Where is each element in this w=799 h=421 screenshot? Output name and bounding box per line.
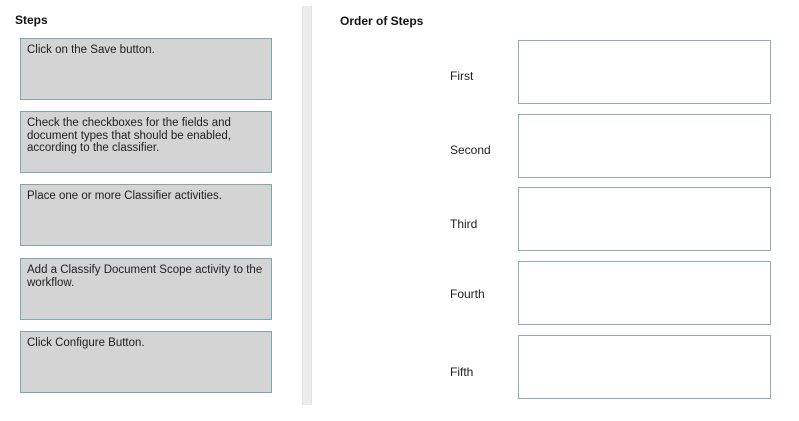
drop-zone-third[interactable] <box>518 187 771 251</box>
drop-zone-first[interactable] <box>518 40 771 104</box>
order-label-first: First <box>450 69 474 83</box>
order-of-steps-heading: Order of Steps <box>340 14 424 28</box>
order-label-fifth: Fifth <box>450 365 474 379</box>
panel-divider <box>302 6 312 405</box>
step-item-place-classifier[interactable]: Place one or more Classifier activities. <box>20 184 272 246</box>
drop-zone-fifth[interactable] <box>518 335 771 399</box>
order-label-fourth: Fourth <box>450 287 485 301</box>
step-item-click-configure[interactable]: Click Configure Button. <box>20 331 272 393</box>
step-item-save-button[interactable]: Click on the Save button. <box>20 38 272 100</box>
order-label-second: Second <box>450 143 491 157</box>
drop-zone-second[interactable] <box>518 114 771 178</box>
step-item-add-scope-activity[interactable]: Add a Classify Document Scope activity t… <box>20 258 272 320</box>
drop-zone-fourth[interactable] <box>518 261 771 325</box>
order-label-third: Third <box>450 217 478 231</box>
steps-heading: Steps <box>15 13 48 27</box>
step-item-check-checkboxes[interactable]: Check the checkboxes for the fields and … <box>20 111 272 173</box>
